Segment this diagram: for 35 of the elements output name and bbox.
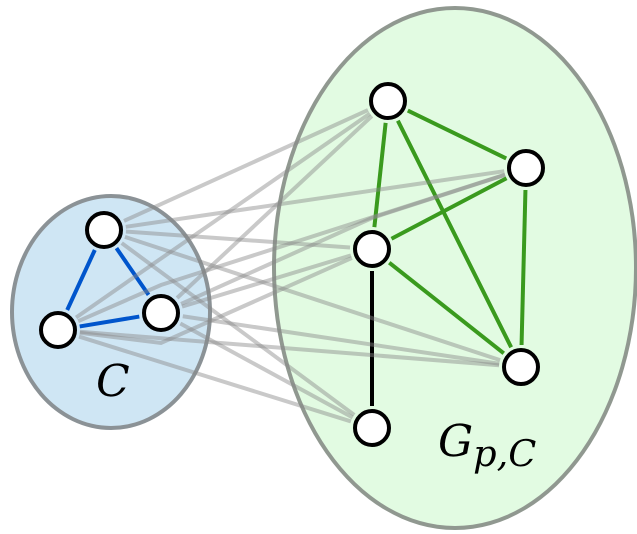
connecting-edge	[372, 122, 388, 228]
connecting-edge	[79, 314, 140, 328]
connecting-edge	[176, 114, 374, 300]
connecting-edge	[520, 190, 528, 346]
graph-vertex	[369, 82, 407, 120]
connecting-edge	[74, 112, 372, 320]
graph-vertex	[39, 311, 77, 349]
graph-vertex	[507, 149, 545, 187]
graph-vertex	[502, 348, 540, 386]
connecting-edge	[126, 230, 350, 250]
connecting-edge	[77, 172, 506, 324]
connecting-edge	[370, 271, 374, 406]
graph-vertex	[353, 230, 391, 268]
graph-vertex	[85, 211, 123, 249]
connecting-edge	[179, 322, 354, 420]
connecting-edge	[80, 256, 353, 346]
connecting-edge	[180, 172, 506, 306]
connecting-edge	[123, 108, 369, 223]
connecting-edge	[65, 249, 97, 311]
connecting-edge	[182, 314, 500, 366]
connecting-edge	[396, 120, 513, 348]
graph-vertex	[353, 409, 391, 447]
connecting-edge	[78, 334, 352, 424]
connecting-edge	[125, 169, 505, 229]
graph-vertex	[142, 294, 180, 332]
connecting-edge	[124, 234, 501, 362]
connecting-edge	[390, 176, 508, 241]
connecting-edge	[120, 241, 356, 417]
connecting-edge	[114, 247, 150, 296]
connecting-edge	[80, 330, 500, 368]
set-label: C	[96, 360, 130, 404]
connecting-edge	[406, 108, 508, 160]
set-label: G$_{p,C}$	[438, 420, 536, 472]
connecting-edge	[181, 253, 352, 309]
connecting-edge	[388, 261, 505, 355]
